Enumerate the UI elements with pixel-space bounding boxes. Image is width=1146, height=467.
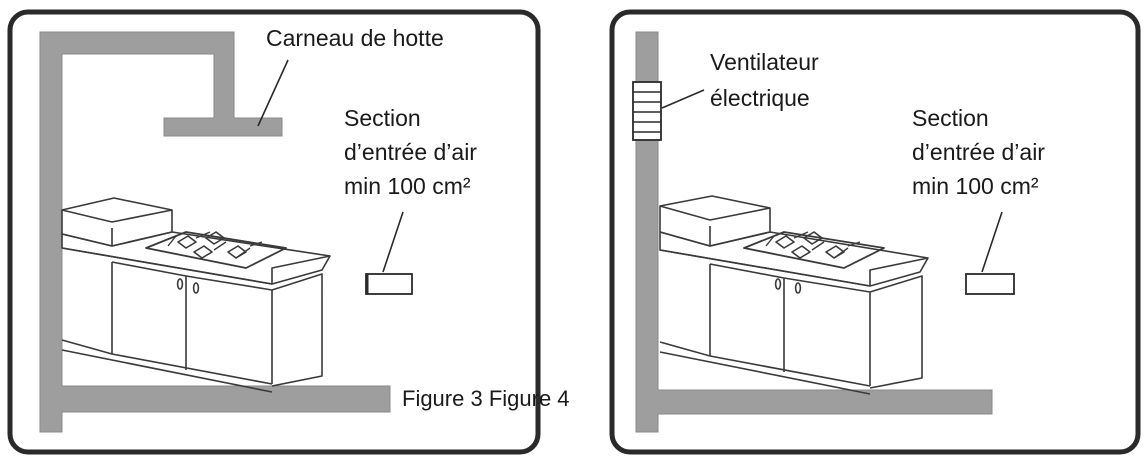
figure-3-burners (177, 231, 247, 259)
figure-3-air-inlet-label-line-3: min 100 cm² (344, 173, 471, 199)
figure-3-air-inlet-grille (365, 273, 413, 295)
figure-4-air-inlet-leader (981, 211, 1003, 273)
figure-3-kitchen-counter (61, 197, 331, 393)
figure-4-kitchen-counter (659, 195, 929, 395)
figure-3-panel (7, 9, 541, 455)
figure-4-air-inlet-label-line-1: Section (912, 105, 989, 131)
figure-3-cabinet (111, 261, 323, 387)
figure-4-burners (775, 231, 845, 259)
figure-4-air-inlet-label-line-3: min 100 cm² (912, 173, 1039, 199)
figure-3-side-block (61, 197, 173, 247)
figure-caption: Figure 3 Figure 4 (402, 386, 570, 411)
figure-4-panel (609, 9, 1141, 455)
figure-3-gas-hob (145, 231, 287, 269)
figure-4-fan-leader (661, 89, 705, 109)
figure-4-gas-hob (743, 231, 885, 269)
figure-4-air-inlet-grille (965, 273, 1015, 295)
figure-3-door-handle (192, 282, 200, 294)
figure-3-frame (7, 9, 541, 455)
figure-3-air-inlet-label-line-2: d’entrée d’air (344, 139, 477, 165)
figure-3-air-inlet-leader (382, 211, 404, 273)
figure-4-door-handle (794, 282, 802, 294)
figure-4-electric-fan (632, 81, 662, 141)
electric-fan-label-line-2: électrique (710, 85, 810, 111)
figure-4-air-inlet-label-line-2: d’entrée d’air (912, 139, 1045, 165)
figure-3-door-handle (176, 278, 184, 290)
figure-3-hood-duct-leader (257, 59, 289, 127)
figure-4-worktop (659, 231, 929, 287)
figure-4-cabinet (709, 263, 923, 389)
figure-4-frame (609, 9, 1141, 455)
electric-fan-label-line-1: Ventilateur (710, 49, 819, 75)
figure-4-side-block (659, 195, 771, 247)
figure-4-wall (635, 31, 993, 433)
hood-duct-label: Carneau de hotte (266, 25, 444, 51)
figure-4-door-handle (774, 278, 782, 290)
figure-3-air-inlet-label-line-1: Section (344, 105, 421, 131)
figure-3-wall (39, 31, 391, 433)
